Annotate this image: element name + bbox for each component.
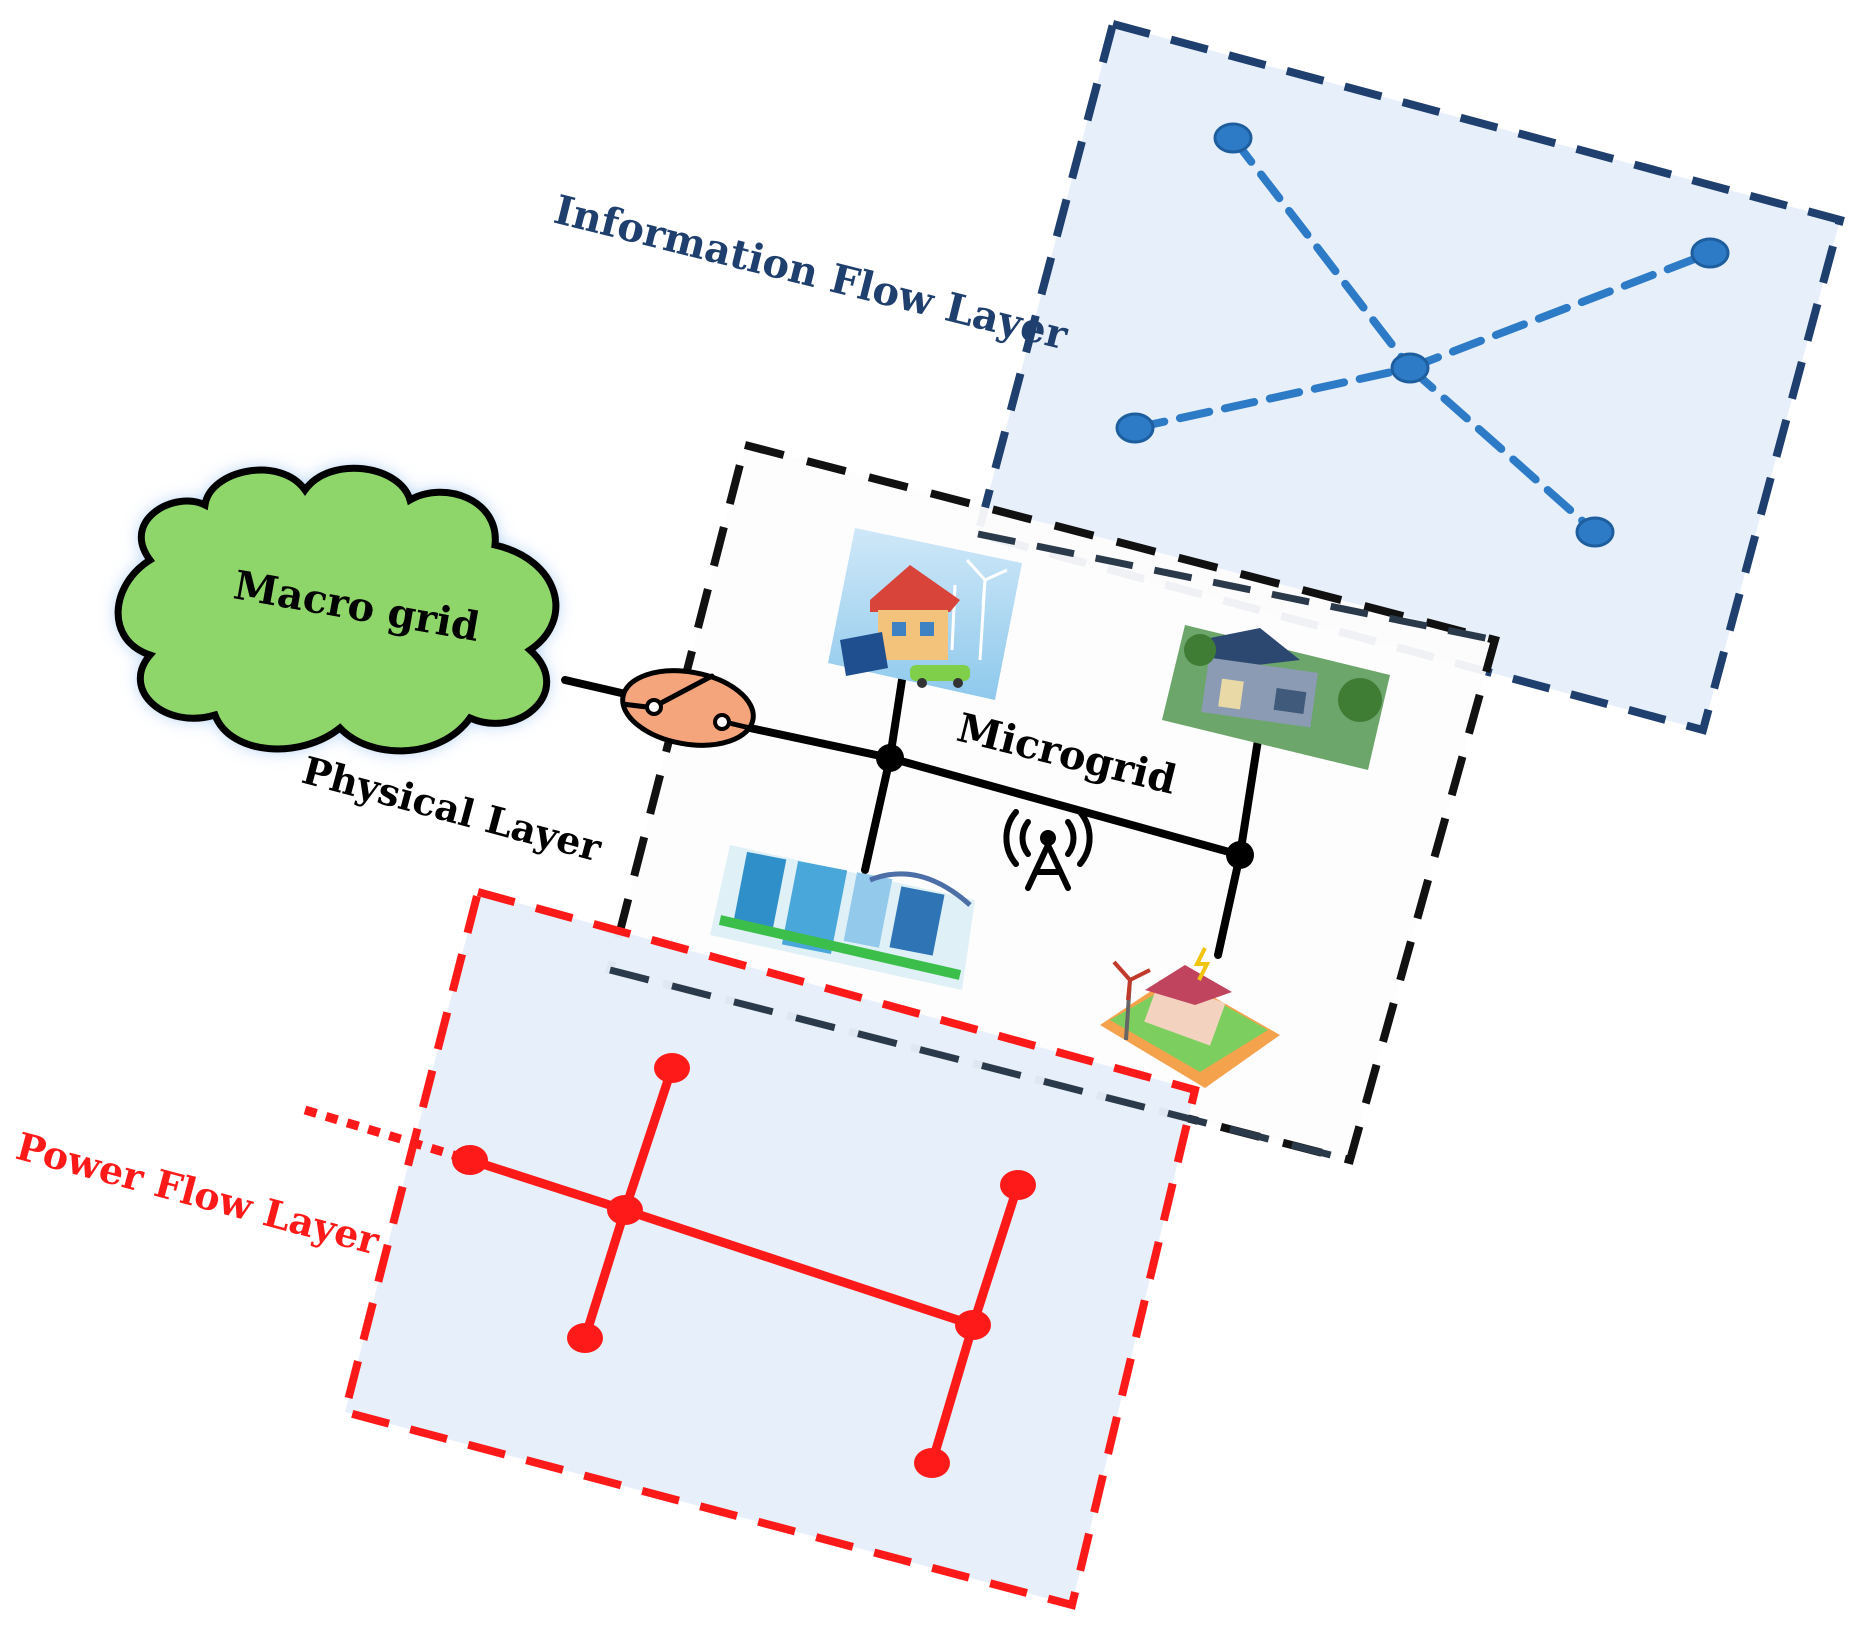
info-node	[1690, 237, 1730, 269]
feeder-up-2	[1236, 736, 1262, 859]
house-wind-solar-ev-icon	[828, 528, 1022, 700]
cloud-shape	[114, 464, 560, 755]
power-node	[452, 1145, 488, 1175]
power-link-5	[968, 1180, 1023, 1330]
power-link-2	[620, 1205, 978, 1330]
main-bus-line	[886, 754, 1244, 859]
power-node	[914, 1448, 950, 1478]
power-node	[654, 1053, 690, 1083]
information-links	[1131, 134, 1714, 536]
line-switch-to-bus1	[746, 724, 894, 762]
microgrid-bus-node	[876, 744, 904, 772]
information-layer-label: Information Flow Layer	[550, 186, 1073, 359]
power-links	[465, 1063, 1023, 1468]
power-node-hub	[955, 1310, 991, 1340]
information-flow-layer	[973, 19, 1845, 735]
info-link-4	[1406, 249, 1714, 372]
line-cloud-to-switch	[561, 676, 634, 699]
microgrid-lines	[561, 676, 1262, 959]
modern-house-icon	[1162, 625, 1390, 770]
physical-layer-label: Physical Layer	[298, 747, 607, 870]
city-buildings-icon	[710, 845, 975, 990]
power-layer-label: Power Flow Layer	[12, 1123, 385, 1263]
house-wind-turbine-icon	[1100, 947, 1280, 1088]
wireless-antenna-icon	[1003, 809, 1093, 891]
info-node	[1115, 412, 1155, 444]
power-link-4	[580, 1205, 630, 1343]
info-node-hub	[1390, 352, 1430, 384]
power-flow-layer	[303, 887, 1351, 1610]
info-link-1	[1229, 134, 1414, 372]
info-link-2	[1406, 364, 1599, 536]
feeder-down-1	[861, 754, 894, 874]
power-link-3	[620, 1063, 677, 1215]
info-node	[1575, 516, 1615, 548]
power-node	[567, 1323, 603, 1353]
information-nodes	[1115, 122, 1730, 548]
power-layer-panel	[340, 887, 1200, 1610]
power-node	[1000, 1170, 1036, 1200]
information-layer-overlap-edge	[977, 530, 1496, 644]
power-link-6	[927, 1320, 978, 1468]
external-power-feed	[303, 1105, 472, 1165]
power-link-1	[465, 1155, 630, 1215]
feeder-down-2	[1214, 851, 1244, 959]
power-node-hub	[607, 1195, 643, 1225]
info-link-3	[1131, 364, 1414, 432]
power-nodes	[452, 1053, 1036, 1478]
microgrid-bus-node	[1226, 841, 1254, 869]
macro-grid-cloud: Macro grid	[114, 464, 560, 755]
circuit-breaker-switch-icon	[620, 668, 756, 748]
info-node	[1213, 122, 1253, 154]
